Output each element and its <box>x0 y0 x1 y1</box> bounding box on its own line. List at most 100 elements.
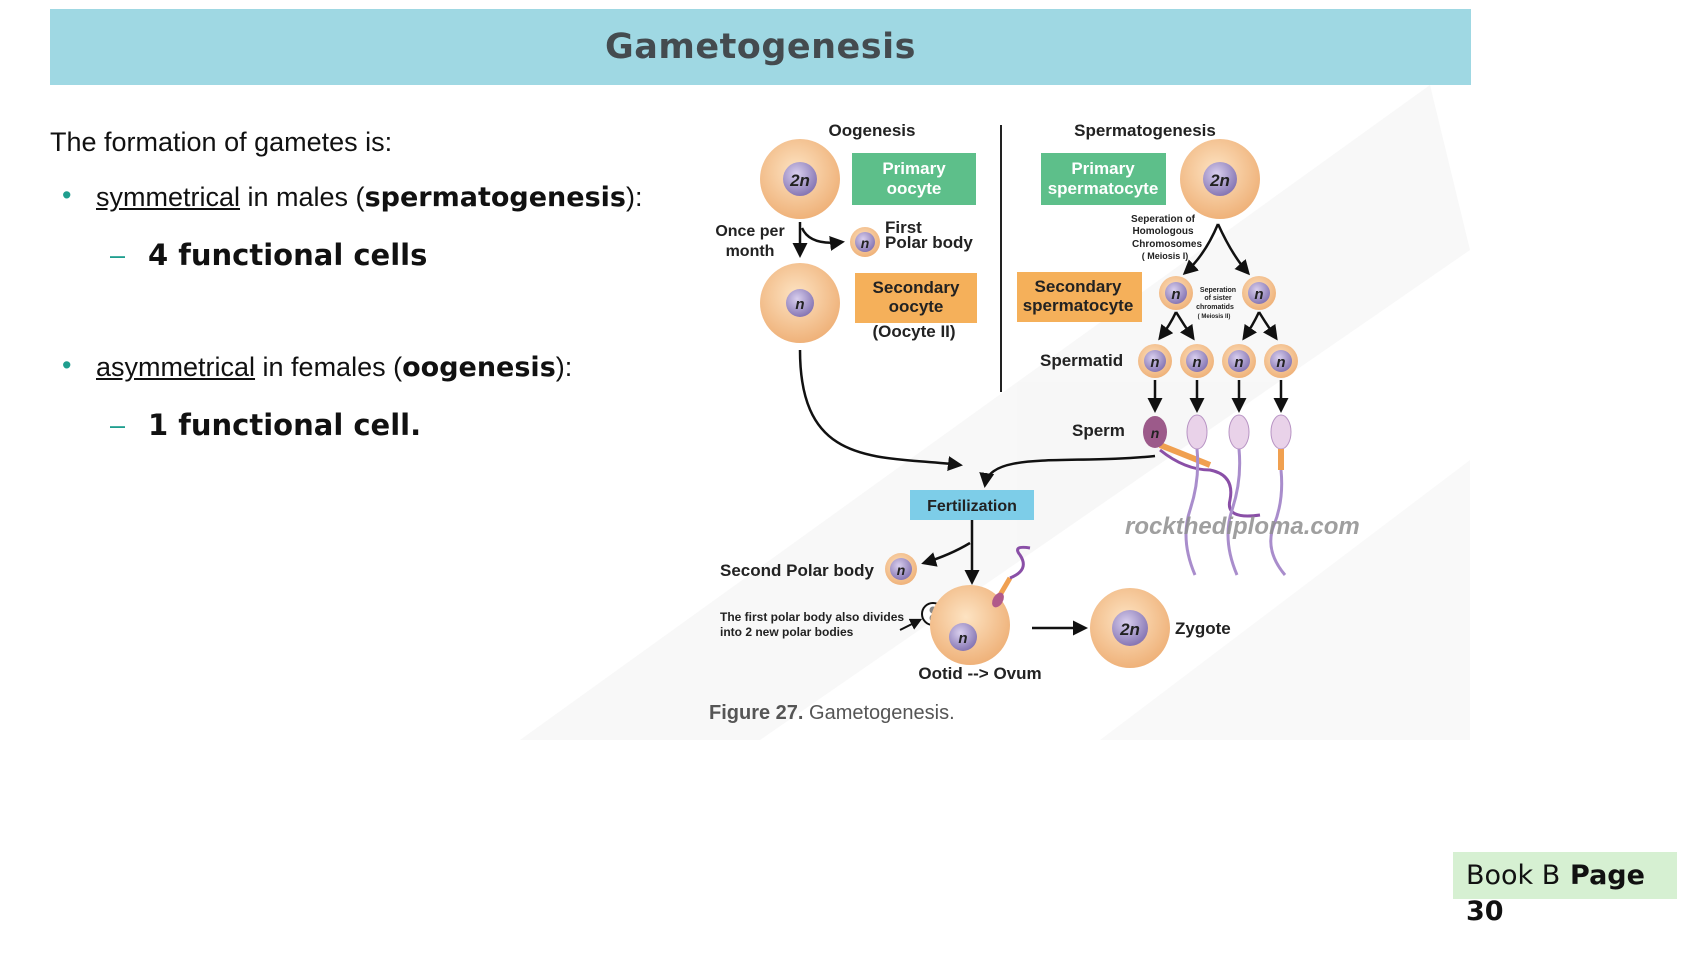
polar-divide-arrow <box>899 618 923 631</box>
page-number: 30 <box>1466 896 1504 927</box>
primary-oocyte-label-1: Primary <box>882 159 946 178</box>
secondary-spermatocyte-label-1: Secondary <box>1035 277 1122 296</box>
svg-text:n: n <box>861 235 870 251</box>
figure-caption-text: Gametogenesis. <box>803 702 954 724</box>
primary-spermatocyte-label-1: Primary <box>1071 159 1135 178</box>
secondary-oocyte-cell: n <box>760 263 840 343</box>
bullet-1: • <box>62 180 72 210</box>
svg-text:n: n <box>1192 354 1201 371</box>
svg-text:2n: 2n <box>1119 620 1140 639</box>
meiosis-ii-note-3: chromatids <box>1196 304 1234 311</box>
background-watermark-shape <box>520 85 1470 740</box>
meiosis-i-note-3: Chromosomes <box>1132 239 1202 250</box>
book-label: Book B <box>1466 860 1561 891</box>
svg-text:n: n <box>1171 286 1180 303</box>
svg-text:n: n <box>1151 425 1160 441</box>
primary-oocyte-cell: 2n <box>760 139 840 219</box>
svg-text:2n: 2n <box>1209 171 1230 190</box>
primary-spermatocyte-cell: 2n <box>1180 139 1260 219</box>
first-polar-label-1: First <box>885 218 922 237</box>
sperm-cell-3 <box>1226 414 1250 576</box>
bullet-2: • <box>62 350 72 380</box>
secondary-spermatocyte-box <box>1017 272 1142 322</box>
dash-1: – <box>110 240 126 270</box>
spermatid-cell-1: n <box>1138 344 1172 378</box>
slide-title: Gametogenesis <box>605 27 916 67</box>
spermatid-cell-2: n <box>1180 344 1214 378</box>
watermark-text: rockthediploma.com <box>1125 513 1360 540</box>
first-polar-label-2: Polar body <box>885 233 973 252</box>
sperm-label: Sperm <box>1072 421 1125 440</box>
book-reference: Book B Page 30 <box>1453 852 1677 927</box>
ootid-ovum-cell: n <box>930 585 1010 665</box>
meiosis-i-note-4: ( Meiosis I) <box>1142 251 1189 261</box>
primary-oocyte-box <box>852 153 976 205</box>
sperm-cell-4 <box>1269 414 1292 576</box>
point-males-process: spermatogenesis <box>364 182 626 213</box>
point-females-middle: in females ( <box>255 352 403 382</box>
second-polar-arrow <box>921 541 971 567</box>
primary-spermatocyte-label-2: spermatocyte <box>1048 179 1159 198</box>
sperm-to-fertilization-arrow <box>979 454 1156 488</box>
primary-oocyte-label-2: oocyte <box>887 179 942 198</box>
sperm-cell-1: n <box>1143 416 1261 518</box>
polar-divide-note-2: into 2 new polar bodies <box>720 625 854 639</box>
svg-text:n: n <box>897 562 906 578</box>
once-per-month-1: Once per <box>715 223 784 240</box>
polar-divide-note-1: The first polar body also divides <box>720 610 904 624</box>
meiosis-i-note-1: Seperation of <box>1131 214 1196 225</box>
fertilization-box <box>910 490 1034 520</box>
svg-text:n: n <box>1254 286 1263 303</box>
point-females-adjective: asymmetrical <box>96 352 256 382</box>
meiosis-ii-note-1: Seperation <box>1200 287 1236 294</box>
once-per-month-2: month <box>726 243 775 260</box>
secondary-spermatocyte-label-2: spermatocyte <box>1023 296 1134 315</box>
title-bar: Gametogenesis <box>50 9 1471 85</box>
point-males-detail: 4 functional cells <box>148 238 428 272</box>
svg-text:n: n <box>1276 354 1285 371</box>
meiosis-i-arrow-right <box>1216 223 1250 276</box>
meiosis-i-arrow-left <box>1182 223 1220 276</box>
spermatid-cell-4: n <box>1264 344 1298 378</box>
point-males-end: ): <box>625 182 643 212</box>
sperm-cell-2 <box>1184 414 1208 576</box>
meiosis-ii-arrow-1 <box>1158 311 1178 341</box>
oocyte-ii-label: (Oocyte II) <box>872 322 955 341</box>
meiosis-ii-note-4: ( Meiosis II) <box>1198 314 1231 320</box>
oocyte-to-fertilization-arrow <box>798 349 963 471</box>
svg-text:n: n <box>1150 354 1159 371</box>
primary-spermatocyte-box <box>1041 153 1166 205</box>
zygote-label: Zygote <box>1175 619 1231 638</box>
intro-text: The formation of gametes is: <box>50 127 393 157</box>
spermatid-cell-3: n <box>1222 344 1256 378</box>
secondary-oocyte-box <box>855 273 977 323</box>
fertilizing-sperm <box>992 545 1031 608</box>
meiosis-ii-arrow-2 <box>1174 311 1195 341</box>
second-polar-body-cell: n <box>885 553 917 585</box>
dash-2: – <box>110 410 126 440</box>
point-females: asymmetrical in females (oogenesis): <box>96 352 572 383</box>
first-polar-arrow <box>800 227 845 251</box>
figure-caption-number: Figure 27. <box>709 702 803 724</box>
second-polar-label: Second Polar body <box>720 561 875 580</box>
meiosis-ii-note-2: of sister <box>1204 295 1232 302</box>
point-females-end: ): <box>555 352 573 382</box>
zygote-cell: 2n <box>1090 588 1170 668</box>
spermatid-label: Spermatid <box>1040 351 1123 370</box>
secondary-oocyte-label-2: oocyte <box>889 297 944 316</box>
svg-text:2n: 2n <box>789 171 810 190</box>
secondary-spermatocyte-cell-left: n <box>1159 276 1193 310</box>
secondary-oocyte-label-1: Secondary <box>873 278 960 297</box>
svg-text:n: n <box>795 296 804 313</box>
page-label: Page <box>1570 860 1645 891</box>
point-females-process: oogenesis <box>402 352 556 383</box>
oogenesis-header: Oogenesis <box>829 121 916 140</box>
meiosis-ii-arrow-4 <box>1257 311 1278 341</box>
point-females-detail: 1 functional cell. <box>148 408 422 442</box>
point-males-middle: in males ( <box>240 182 365 212</box>
first-polar-body-cell: n <box>850 227 880 257</box>
svg-text:n: n <box>1234 354 1243 371</box>
svg-text:n: n <box>958 630 967 647</box>
meiosis-ii-arrow-3 <box>1242 311 1261 341</box>
